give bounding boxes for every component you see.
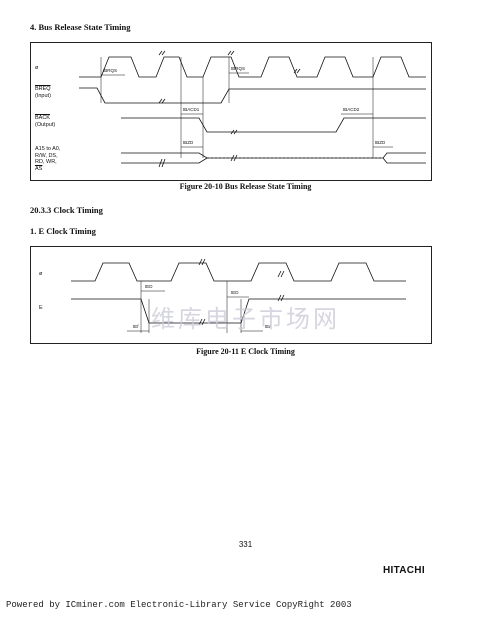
tbacd1-label: tBACD1 (183, 107, 200, 112)
signal-breq-label: BREQ (Input) (35, 86, 51, 99)
phi-clock-waveform-2 (71, 262, 406, 282)
brand-logo: HITACHI (383, 565, 425, 576)
bus-release-timing-diagram: ø BREQ (Input) BACK (Output) A15 to A0, … (30, 42, 432, 181)
section-heading-bus-release: 4. Bus Release State Timing (30, 22, 131, 32)
signal-bus-label: A15 to A0, R/W, DS, RD, WR, AS (35, 146, 61, 172)
signal-phi-label: ø (35, 65, 39, 71)
phi-clock-waveform (79, 56, 426, 78)
tbrqs-label-2: tBRQS (231, 66, 245, 71)
ted-label-2: tED (231, 290, 239, 295)
footer-credit: Powered by ICminer.com Electronic-Librar… (6, 600, 352, 610)
tbrqs-label-1: tBRQS (103, 68, 117, 73)
bus-break-mark (158, 154, 238, 168)
back-waveform (121, 117, 426, 133)
tbacd2-label: tBACD2 (343, 107, 360, 112)
bus-release-waveforms: tBRQS tBRQS tBACD1 tBACD2 tBZD tBZD (79, 50, 426, 168)
e-clock-timing-diagram: ø E tED tED tEf tEr 维库电子市场网 (30, 246, 432, 344)
breq-waveform (79, 87, 426, 104)
back-break-mark (230, 129, 238, 135)
signal-e-label: E (39, 305, 43, 311)
e-clock-waveforms: tED tED tEf tEr (71, 258, 406, 333)
tbzd-label-2: tBZD (375, 140, 386, 145)
page-number: 331 (238, 540, 253, 549)
signal-phi-label-2: ø (39, 271, 43, 277)
figure-caption-e-clock: Figure 20-11 E Clock Timing (196, 347, 295, 356)
signal-back-label: BACK (Output) (35, 115, 56, 128)
e-waveform (71, 298, 406, 324)
section-heading-clock: 20.3.3 Clock Timing (30, 205, 103, 215)
watermark: 维库电子市场网 (151, 305, 340, 333)
ter-label: tEr (265, 324, 271, 329)
section-heading-e-clock: 1. E Clock Timing (30, 226, 96, 236)
e-break-mark (198, 294, 285, 326)
breq-break-mark (158, 98, 166, 104)
ted-label-1: tED (145, 284, 153, 289)
tbzd-label-1: tBZD (183, 140, 194, 145)
phi-break-mark (158, 50, 301, 74)
figure-caption-bus-release: Figure 20-10 Bus Release State Timing (179, 182, 312, 191)
phi-break-mark-2 (198, 258, 285, 278)
tef-label: tEf (133, 324, 139, 329)
